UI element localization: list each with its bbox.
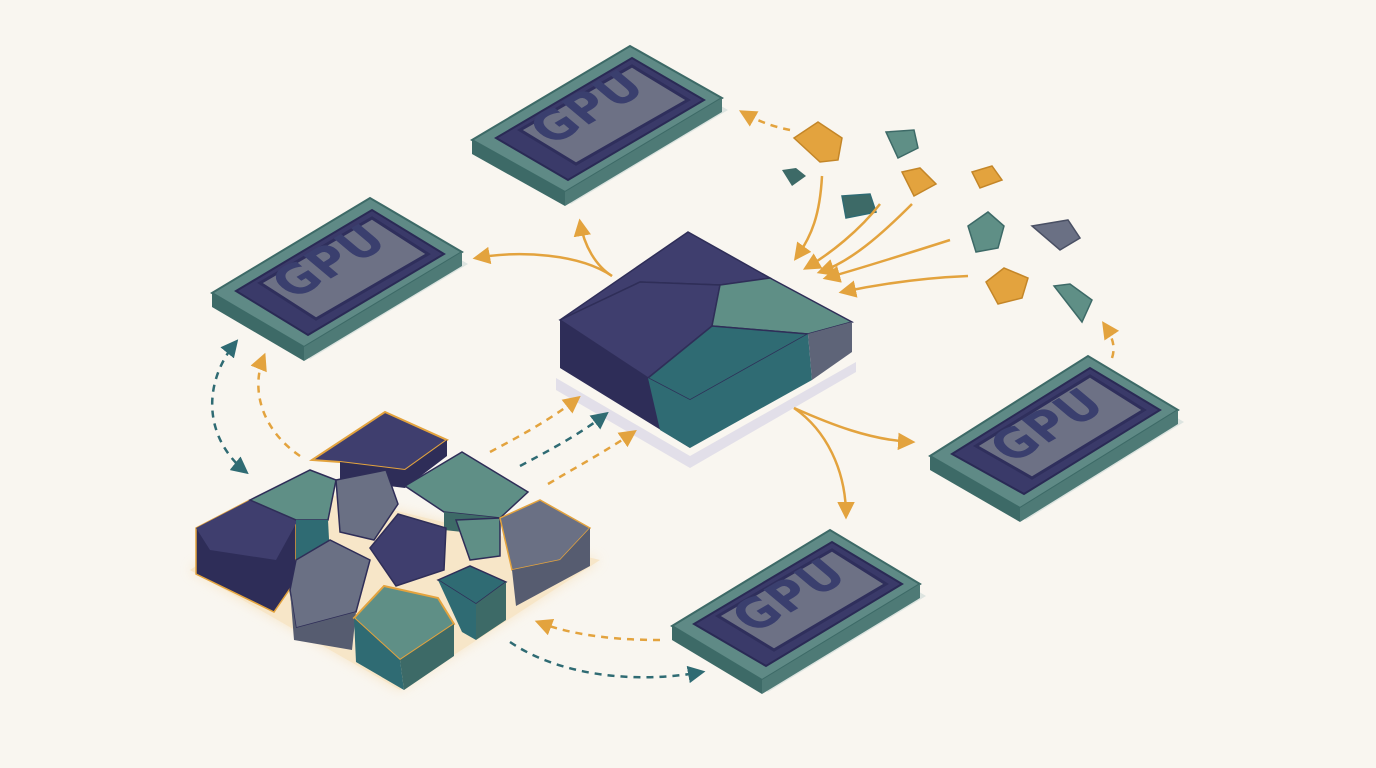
data-flow-arrows (210, 110, 1120, 684)
fragmented-blocks-cluster (190, 410, 600, 690)
gpu-card-bottom: GPU (670, 528, 926, 694)
gpu-card-left: GPU (210, 196, 468, 361)
gpu-card-top: GPU (469, 44, 728, 206)
floating-shards (782, 121, 1093, 324)
central-merged-block (556, 231, 856, 468)
gpu-card-right: GPU (928, 354, 1184, 522)
